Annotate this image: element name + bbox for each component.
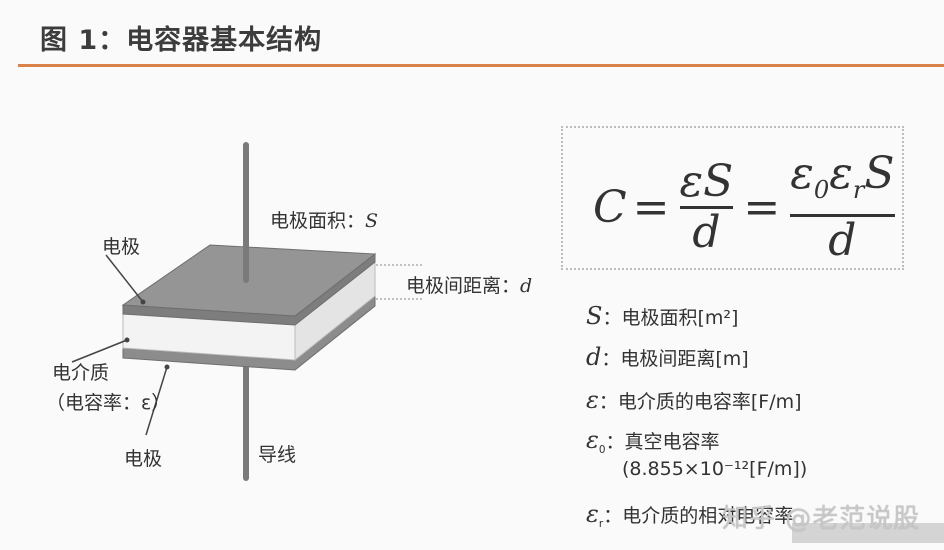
permittivity-label: （电容率：ε） — [46, 392, 171, 414]
title-divider — [18, 64, 944, 67]
capacitor-diagram — [71, 142, 424, 481]
fraction-2: ε0εrS d — [790, 148, 895, 266]
top-electrode-label: 电极 — [102, 236, 141, 258]
capacitance-formula: C = εS d = ε0εrS d — [593, 148, 895, 266]
lead-wire-label: 导线 — [258, 444, 297, 466]
pixelation-overlay — [792, 523, 944, 543]
top-electrode — [121, 244, 377, 317]
legend-item-relative-permittivity: εr：电介质的相对电容率 — [586, 500, 794, 530]
legend-item-permittivity: ε：电介质的电容率[F/m] — [586, 386, 802, 414]
figure-title: 图 1：电容器基本结构 — [40, 25, 323, 56]
legend-item-vacuum-permittivity-value: (8.855×10⁻¹²[F/m]) — [622, 458, 808, 480]
dielectric-label: 电介质 — [52, 362, 110, 384]
watermark: 知乎 @老范说股 — [722, 504, 921, 534]
legend-item-distance: d：电极间距离[m] — [586, 343, 749, 371]
electrode-area-label: 电极面积：S — [270, 210, 379, 232]
fraction-1: εS d — [679, 155, 734, 258]
bottom-electrode-label: 电极 — [124, 448, 163, 470]
formula-box: C = εS d = ε0εrS d — [561, 126, 904, 270]
legend-item-vacuum-permittivity: ε0：真空电容率 — [586, 426, 720, 456]
electrode-distance-label: 电极间距离：d — [406, 275, 533, 297]
legend-item-area: S：电极面积[m²] — [586, 302, 739, 330]
